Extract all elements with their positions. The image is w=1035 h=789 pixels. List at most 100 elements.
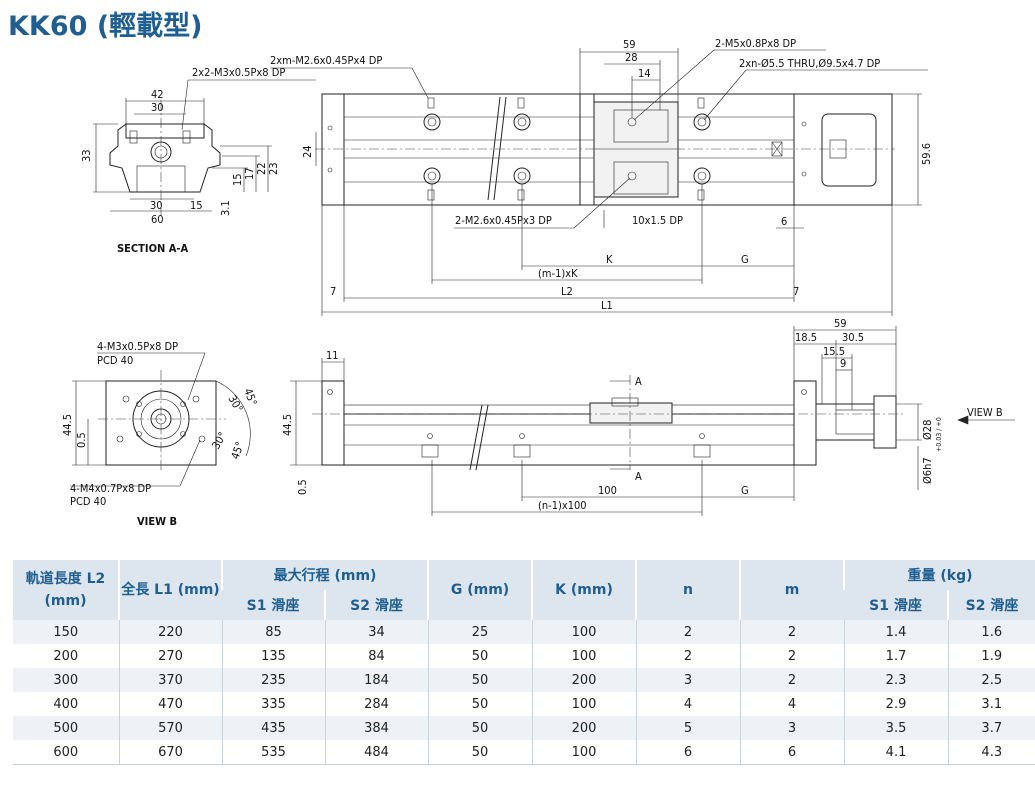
top-m26-holes-label: 2-M2.6x0.45Px3 DP — [455, 214, 552, 227]
cell-stroke-s2: 34 — [324, 620, 429, 644]
viewb-pcd-top: PCD 40 — [97, 354, 133, 367]
section-dim-15-right: 15 — [231, 173, 244, 186]
cell-weight-s2: 1.6 — [947, 620, 1035, 644]
cell-l2: 600 — [13, 740, 119, 765]
cell-l2: 400 — [13, 692, 119, 716]
side-view-b-arrow: VIEW B — [967, 406, 1003, 419]
cell-weight-s1: 4.1 — [843, 740, 949, 765]
cell-g: 50 — [427, 716, 533, 740]
side-section-a-top: A — [635, 375, 642, 388]
cell-stroke-s2: 284 — [324, 692, 429, 716]
top-dim-l2: L2 — [561, 285, 573, 298]
viewb-dim-44-5: 44.5 — [61, 414, 74, 436]
cell-m: 2 — [739, 668, 845, 692]
cell-weight-s2: 4.3 — [947, 740, 1035, 765]
top-dim-14: 14 — [638, 67, 651, 80]
page-title: KK60 (輕載型) — [8, 11, 203, 42]
view-b: 4-M3x0.5Px8 DP PCD 40 4-M4x0.7Px8 DP PCD… — [61, 340, 259, 528]
section-a-a: 2x2-M3x0.5Px8 DP 42 30 33 15 17 22 23 30… — [80, 66, 316, 255]
cell-stroke-s2: 184 — [324, 668, 429, 692]
viewb-caption: VIEW B — [137, 515, 177, 528]
top-dim-28: 28 — [625, 51, 638, 64]
top-dim-24: 24 — [301, 145, 314, 158]
cell-l1: 270 — [118, 644, 222, 668]
cell-weight-s1: 3.5 — [843, 716, 949, 740]
viewb-m4-label: 4-M4x0.7Px8 DP — [70, 482, 151, 495]
section-dim-60: 60 — [151, 213, 164, 226]
cell-stroke-s2: 484 — [324, 740, 429, 765]
top-m-holes-label: 2xm-M2.6x0.45Px4 DP — [270, 54, 382, 67]
side-dim-18-5: 18.5 — [795, 331, 817, 344]
side-dim-0-5: 0.5 — [296, 479, 309, 495]
side-dim-tolerance: +0.03 / +0 — [935, 417, 943, 452]
cell-stroke-s1: 235 — [221, 668, 325, 692]
side-dim-d28: Ø28 — [921, 420, 934, 440]
header-stroke: 最大行程 (mm) — [220, 560, 429, 590]
header-weight-s1: S1 滑座 — [844, 590, 949, 620]
header-stroke-s1: S1 滑座 — [222, 590, 325, 620]
side-dim-11: 11 — [326, 349, 339, 362]
top-dp10-label: 10x1.5 DP — [632, 214, 683, 227]
side-dim-30-5: 30.5 — [842, 331, 864, 344]
cell-l2: 200 — [13, 644, 119, 668]
cell-g: 50 — [427, 644, 533, 668]
cell-m: 2 — [739, 620, 845, 644]
header-weight-s2: S2 滑座 — [947, 590, 1035, 620]
cell-weight-s2: 3.7 — [947, 716, 1035, 740]
header-stroke-s2: S2 滑座 — [323, 590, 429, 620]
technical-drawing: 2x2-M3x0.5Px8 DP 42 30 33 15 17 22 23 30… — [61, 37, 1015, 528]
section-dim-30-bottom: 30 — [150, 199, 163, 212]
cell-l2: 500 — [13, 716, 119, 740]
viewb-angle-45-top: 45° — [241, 387, 259, 408]
cell-weight-s1: 2.9 — [843, 692, 949, 716]
header-l2: 軌道長度 L2 (mm) — [13, 560, 119, 620]
cell-g: 50 — [427, 740, 533, 765]
top-view: 2xm-M2.6x0.45Px4 DP 2-M5x0.8Px8 DP 2xn-Ø… — [270, 37, 933, 316]
top-dim-7-right: 7 — [793, 285, 799, 298]
side-dim-g: G — [741, 484, 749, 497]
top-dim-k: K — [606, 253, 613, 266]
table-header-row: 軌道長度 L2 (mm) 全長 L1 (mm) 最大行程 (mm) G (mm)… — [13, 560, 1035, 620]
cell-n: 6 — [635, 740, 741, 765]
top-dim-7-left: 7 — [330, 285, 336, 298]
cell-k: 200 — [531, 668, 637, 692]
cell-n: 5 — [635, 716, 741, 740]
cell-weight-s2: 2.5 — [947, 668, 1035, 692]
cell-g: 50 — [427, 692, 533, 716]
side-dim-100: 100 — [598, 484, 617, 497]
cell-l2: 150 — [13, 620, 119, 644]
top-thru-holes-label: 2xn-Ø5.5 THRU,Ø9.5x4.7 DP — [739, 57, 880, 70]
section-dim-33: 33 — [80, 149, 93, 162]
header-n: n — [635, 560, 741, 620]
cell-stroke-s1: 435 — [221, 716, 325, 740]
section-dim-15-bottom: 15 — [190, 199, 203, 212]
cell-stroke-s1: 85 — [221, 620, 325, 644]
section-m3-holes-label: 2x2-M3x0.5Px8 DP — [192, 66, 285, 79]
cell-m: 4 — [739, 692, 845, 716]
cell-m: 3 — [739, 716, 845, 740]
cell-n: 2 — [635, 620, 741, 644]
viewb-angle-30-bottom: 30° — [209, 430, 229, 452]
header-l1: 全長 L1 (mm) — [118, 560, 222, 620]
cell-stroke-s1: 535 — [221, 740, 325, 765]
cell-k: 100 — [531, 644, 637, 668]
cell-m: 2 — [739, 644, 845, 668]
cell-k: 100 — [531, 740, 637, 765]
viewb-m3-label: 4-M3x0.5Px8 DP — [97, 340, 178, 353]
top-m5-holes-label: 2-M5x0.8Px8 DP — [715, 37, 796, 50]
cell-n: 4 — [635, 692, 741, 716]
cell-stroke-s2: 384 — [324, 716, 429, 740]
side-dim-9: 9 — [840, 357, 846, 370]
cell-k: 100 — [531, 692, 637, 716]
header-m: m — [739, 560, 845, 620]
side-dim-n100: (n-1)x100 — [538, 499, 587, 512]
cell-l1: 370 — [118, 668, 222, 692]
cell-stroke-s1: 135 — [221, 644, 325, 668]
cell-l1: 470 — [118, 692, 222, 716]
section-dim-42: 42 — [151, 88, 164, 101]
cell-weight-s2: 1.9 — [947, 644, 1035, 668]
